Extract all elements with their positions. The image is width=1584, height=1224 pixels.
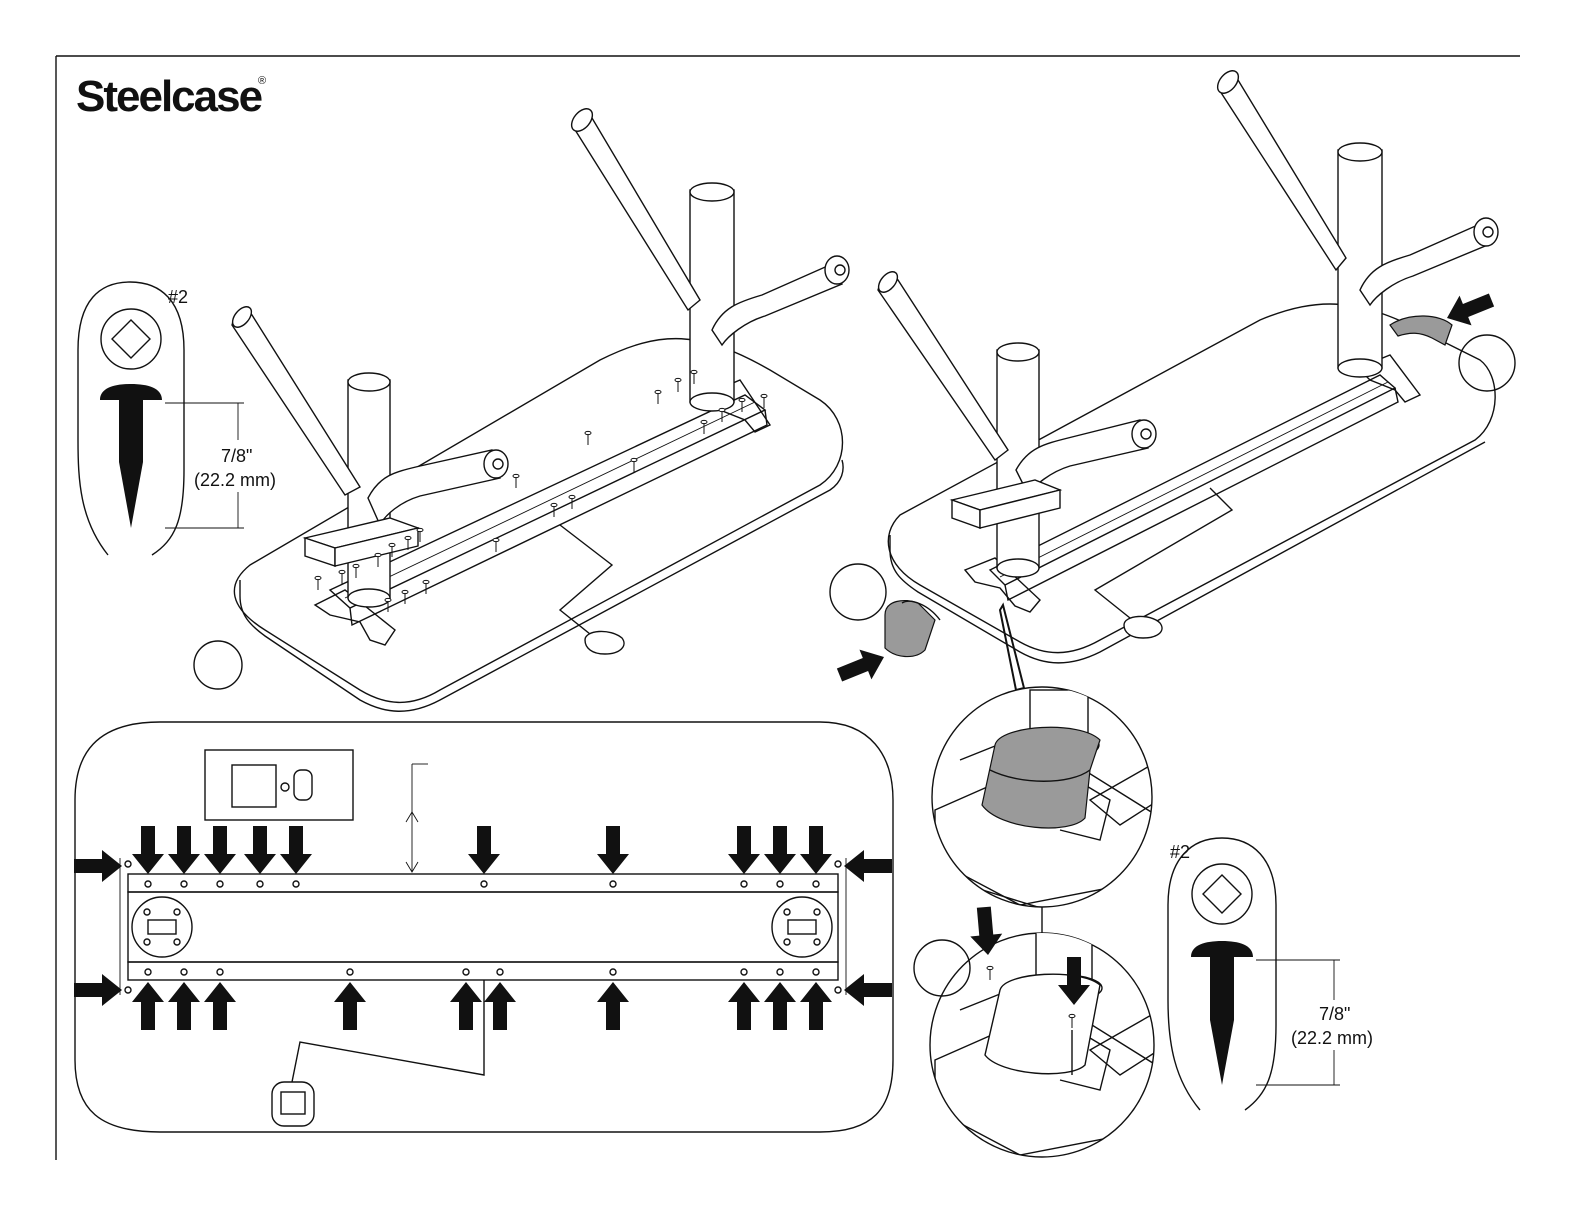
frame-rail-top [128, 874, 838, 892]
frame-rail-bottom [128, 962, 838, 980]
step-marker-1 [194, 641, 242, 689]
control-box-icon [205, 750, 353, 820]
leg-foot-back-right [1218, 74, 1346, 270]
screw-icon [100, 384, 162, 528]
leg-cover [982, 727, 1100, 828]
detail-zoom-screw [930, 930, 1190, 1157]
leg-base-right [772, 897, 832, 957]
arrow-icon [834, 642, 890, 690]
leg-foot-back-left [232, 310, 360, 495]
square-drive-icon [101, 309, 161, 369]
screw-icon [1191, 941, 1253, 1085]
hand-switch-icon [272, 1082, 314, 1126]
registered-mark: ® [258, 75, 266, 87]
leg-cover [885, 601, 935, 657]
hand-switch-icon [1124, 616, 1162, 638]
driver-size-label: #2 [168, 287, 188, 307]
arrow-set-top [132, 826, 832, 874]
tabletop [888, 304, 1495, 653]
screw-length-inch: 7/8" [221, 446, 252, 466]
leg-foot-back-left [878, 275, 1008, 460]
screw-length-mm: (22.2 mm) [1291, 1028, 1373, 1048]
screw-length-inch: 7/8" [1319, 1004, 1350, 1024]
leg-base-left [132, 897, 192, 957]
driver-size-label: #2 [1170, 842, 1190, 862]
square-drive-icon [1192, 864, 1252, 924]
isometric-view-screws [229, 105, 849, 711]
top-view-frame [75, 722, 893, 1132]
screw-callout-right: #2 7/8" (22.2 mm) [1168, 838, 1373, 1110]
tabletop [234, 339, 842, 703]
isometric-view-covers [875, 67, 1498, 663]
step-marker-2 [830, 564, 886, 620]
detail-zoom-cover [932, 687, 1190, 920]
arrow-set-bottom [132, 982, 832, 1030]
hand-switch-icon [585, 631, 624, 654]
logo-text: Steelcase [76, 72, 262, 121]
leg-foot-back-right [572, 112, 700, 310]
steelcase-logo: Steelcase ® [76, 72, 266, 121]
screw-length-mm: (22.2 mm) [194, 470, 276, 490]
